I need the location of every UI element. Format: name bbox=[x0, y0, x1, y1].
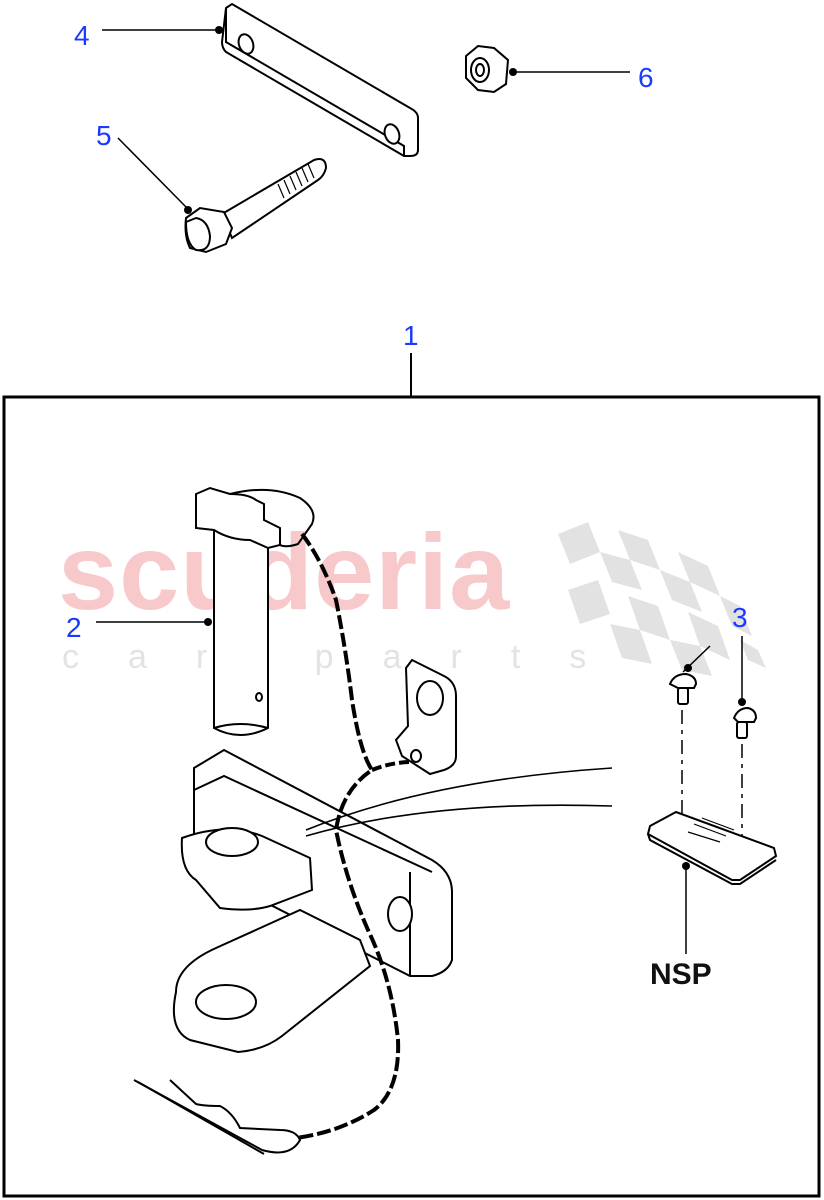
callout-4[interactable]: 4 bbox=[74, 20, 90, 51]
leader-dot-6 bbox=[509, 68, 517, 76]
r-clip-part bbox=[133, 1079, 302, 1155]
leader-dot-4 bbox=[215, 26, 223, 34]
towing-jaw-part bbox=[172, 748, 453, 1054]
clevis-pin-part bbox=[195, 486, 315, 736]
callout-5[interactable]: 5 bbox=[96, 120, 112, 151]
plate-part bbox=[220, 2, 419, 157]
callout-6[interactable]: 6 bbox=[638, 62, 654, 93]
callout-2[interactable]: 2 bbox=[66, 612, 82, 643]
leader-dot-3a bbox=[684, 664, 692, 672]
leader-line-5 bbox=[117, 137, 188, 209]
rivet-part bbox=[668, 672, 758, 739]
nut-part bbox=[465, 44, 510, 94]
watermark-tagline: car parts bbox=[62, 638, 636, 676]
leader-dot-nsp bbox=[682, 862, 690, 870]
leader-dot-3b bbox=[738, 698, 746, 706]
nsp-label: NSP bbox=[650, 958, 712, 991]
watermark-brand: scuderia bbox=[58, 511, 511, 632]
chain-part bbox=[295, 532, 413, 1140]
leader-dot-2 bbox=[204, 618, 212, 626]
chain-bracket-part bbox=[394, 658, 457, 776]
leader-dot-5 bbox=[184, 206, 192, 214]
mounting-plate-part bbox=[646, 810, 778, 885]
callout-1[interactable]: 1 bbox=[403, 320, 419, 351]
bolt-part bbox=[184, 158, 328, 254]
checkered-flag-icon bbox=[558, 522, 766, 676]
callout-3[interactable]: 3 bbox=[732, 602, 748, 633]
assembly-frame bbox=[2, 395, 821, 1198]
